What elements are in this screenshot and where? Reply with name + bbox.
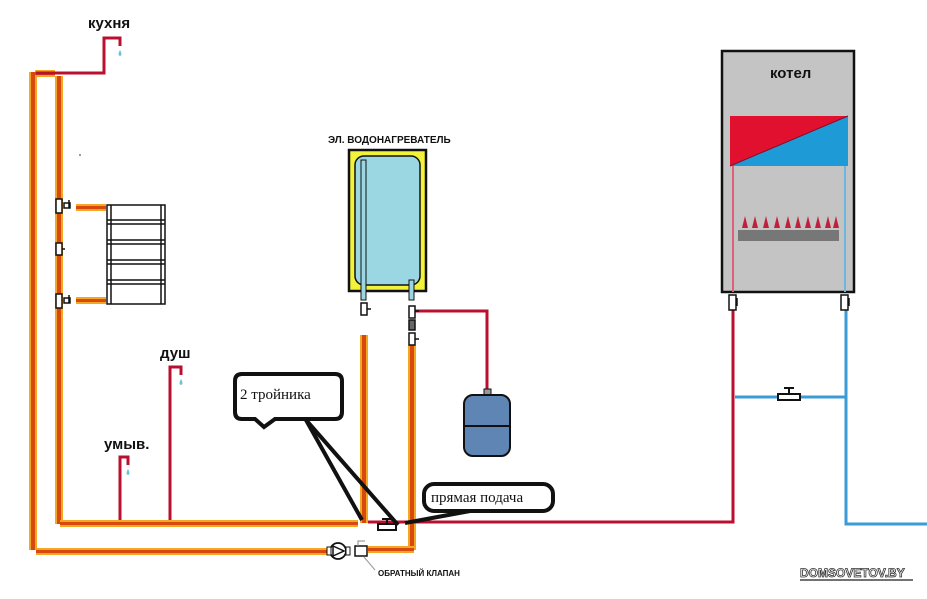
tees-callout-text: 2 тройника <box>240 387 311 403</box>
check-valve-label: ОБРАТНЫЙ КЛАПАН <box>378 569 460 578</box>
water-heater-label: ЭЛ. ВОДОНАГРЕВАТЕЛЬ <box>328 135 451 146</box>
heater-valves <box>360 302 419 346</box>
radiator-valves <box>55 198 71 309</box>
stray-dot <box>79 154 81 156</box>
bypass-valve-icon <box>777 387 801 401</box>
direct-feed-callout <box>404 482 555 525</box>
water-drop-icon <box>118 50 183 475</box>
tees-callout <box>233 372 400 527</box>
burner-flames <box>742 216 839 228</box>
boiler-label: котел <box>770 65 811 82</box>
kitchen-label: кухня <box>88 15 130 32</box>
expansion-tank <box>463 388 511 457</box>
pump-icon <box>326 542 351 560</box>
watermark: DOMSOVETOV.BY <box>800 566 905 580</box>
boiler <box>720 49 856 294</box>
hot-water-pipes <box>36 36 735 524</box>
cold-water-pipes <box>735 300 927 526</box>
electric-water-heater <box>347 148 428 301</box>
check-valve-icon <box>354 540 376 571</box>
direct-feed-valve-icon <box>377 518 397 531</box>
washbasin-label: умыв. <box>104 436 149 453</box>
boiler-valves <box>728 294 850 311</box>
towel-radiator <box>106 204 166 305</box>
shower-label: душ <box>160 345 191 362</box>
direct-feed-callout-text: прямая подача <box>431 490 523 506</box>
